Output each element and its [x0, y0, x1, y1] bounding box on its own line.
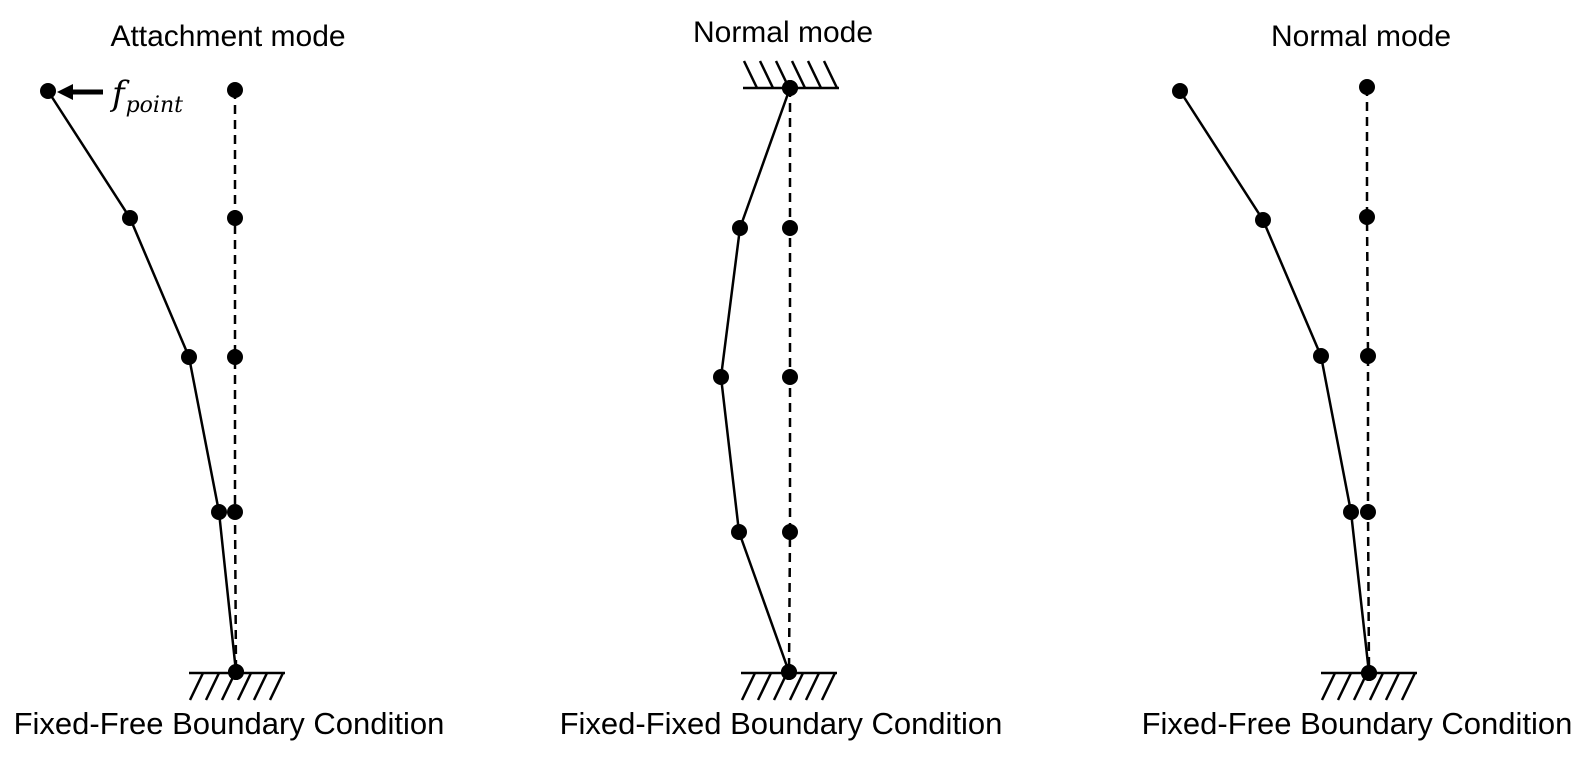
- deformed-node-dot: [1361, 665, 1377, 681]
- boundary-condition-caption: Fixed-Free Boundary Condition: [1142, 706, 1573, 741]
- support-hatch-line: [740, 672, 757, 701]
- reference-node-dot: [227, 349, 243, 365]
- deformed-node-dot: [732, 220, 748, 236]
- support-hatch-line: [252, 672, 269, 701]
- support-hatch-line: [1368, 672, 1385, 701]
- force-arrow: [57, 84, 103, 100]
- deformed-node-dot: [1172, 83, 1188, 99]
- reference-node-dot: [782, 220, 798, 236]
- support-hatch-line: [1384, 672, 1401, 701]
- reference-node-dot: [782, 369, 798, 385]
- support-hatch-line: [1336, 672, 1353, 701]
- deformed-node-dot: [781, 664, 797, 680]
- force-point-label-subscript: point: [126, 93, 184, 118]
- reference-node-dot: [1359, 79, 1375, 95]
- deformed-node-dot: [1255, 212, 1271, 228]
- boundary-condition-caption: Fixed-Fixed Boundary Condition: [560, 706, 1003, 741]
- deformed-node-dot: [713, 369, 729, 385]
- deformed-node-dot: [731, 524, 747, 540]
- support-hatch-line: [204, 672, 221, 701]
- support-hatch-line: [822, 60, 839, 89]
- support-hatch-line: [788, 672, 805, 701]
- reference-node-dot: [1360, 504, 1376, 520]
- support-hatch-line: [1320, 672, 1337, 701]
- reference-node-dot: [1359, 209, 1375, 225]
- reference-node-dot: [227, 504, 243, 520]
- deformed-node-dot: [782, 80, 798, 96]
- support-hatch-line: [804, 672, 821, 701]
- panel-title: Attachment mode: [110, 20, 345, 53]
- deformed-node-dot: [181, 349, 197, 365]
- deformed-node-dot: [1343, 504, 1359, 520]
- force-arrow-head: [57, 84, 73, 100]
- reference-node-dot: [782, 524, 798, 540]
- deformed-node-dot: [228, 664, 244, 680]
- support-hatch-line: [188, 672, 205, 701]
- support-hatch-line: [806, 60, 823, 89]
- support-hatch-line: [236, 672, 253, 701]
- reference-node-dot: [1360, 348, 1376, 364]
- reference-node-dot: [227, 82, 243, 98]
- support-hatch-line: [268, 672, 285, 701]
- support-hatch-line: [758, 60, 775, 89]
- deformed-node-dot: [211, 504, 227, 520]
- reference-node-dot: [227, 210, 243, 226]
- support-hatch-line: [820, 672, 837, 701]
- panel-title: Normal mode: [1271, 20, 1451, 53]
- deformed-node-dot: [1313, 348, 1329, 364]
- support-hatch-line: [1400, 672, 1417, 701]
- boundary-condition-caption: Fixed-Free Boundary Condition: [14, 706, 445, 741]
- deformed-node-dot: [122, 210, 138, 226]
- support-hatch-line: [756, 672, 773, 701]
- deformed-node-dot: [40, 83, 56, 99]
- panel-title: Normal mode: [693, 16, 873, 49]
- support-hatch-line: [742, 60, 759, 89]
- support-hatch-line: [790, 60, 807, 89]
